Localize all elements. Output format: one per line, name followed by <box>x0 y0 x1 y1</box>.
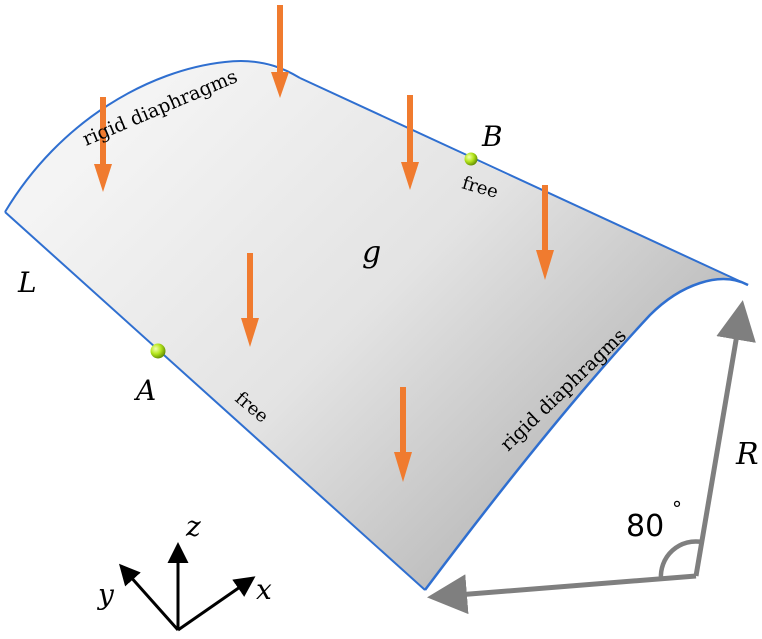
load-arrows <box>94 5 554 482</box>
label-axis-z: z <box>185 510 201 543</box>
curved-edge-near <box>424 277 749 591</box>
radius-dimension <box>427 300 756 615</box>
label-radius: R <box>735 437 759 472</box>
label-point-b: B <box>481 120 503 153</box>
point-b-marker <box>464 152 478 166</box>
straight-edge-bottom <box>4 211 426 591</box>
label-length: L <box>17 266 37 299</box>
down-arrow-icon <box>536 185 554 280</box>
down-arrow-icon <box>401 95 419 190</box>
label-angle-value: 80 <box>626 509 664 544</box>
label-axis-y: y <box>96 578 115 611</box>
down-arrow-icon <box>271 5 289 98</box>
label-angle-unit: ° <box>672 497 682 521</box>
down-arrow-icon <box>394 387 412 482</box>
coordinate-axes <box>119 542 256 632</box>
point-a-marker <box>150 343 166 359</box>
straight-edge-top <box>299 77 749 286</box>
label-point-a: A <box>133 374 156 407</box>
angle-arc <box>658 539 703 580</box>
down-arrow-icon <box>241 253 259 347</box>
label-axis-x: x <box>256 573 272 606</box>
label-gravity: g <box>362 235 381 270</box>
down-arrow-icon <box>94 97 112 192</box>
shell-surface <box>5 61 748 591</box>
